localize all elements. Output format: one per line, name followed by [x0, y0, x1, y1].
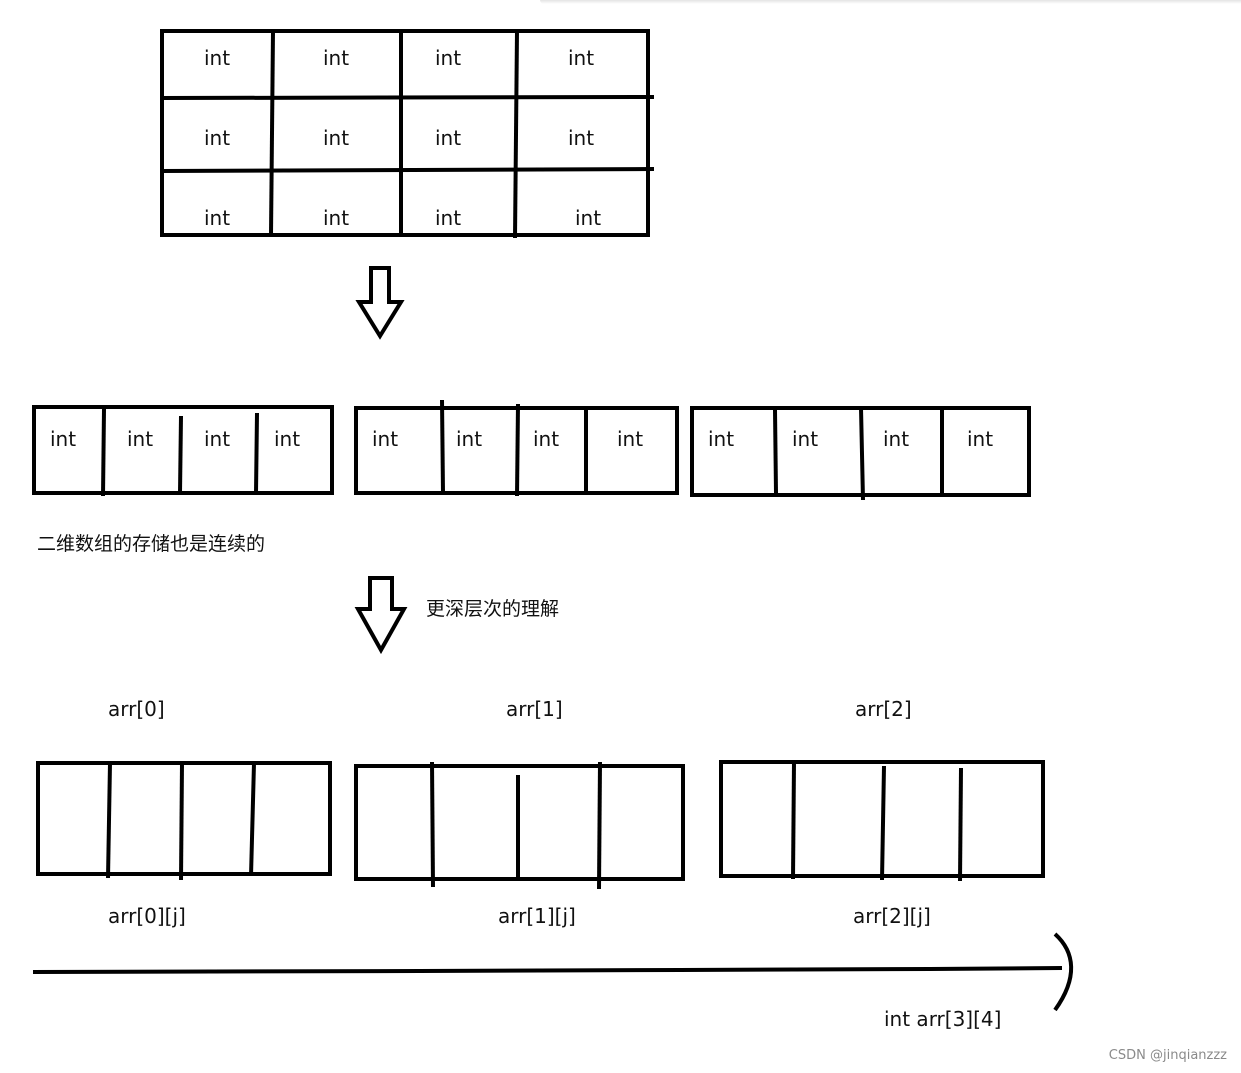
grid-col-line-3 [513, 30, 519, 239]
grid-cell-r1c3-label: int [435, 46, 462, 70]
element-name-arr2: arr[2][j] [853, 904, 931, 928]
flat-cell-1-4-label: int [274, 427, 301, 451]
row-block-arr0-divider-2 [179, 762, 184, 881]
flat-cell-2-3-label: int [533, 427, 560, 451]
memory-axis-line [32, 966, 1063, 974]
grid-outline [160, 29, 650, 237]
row-block-arr0-outline [36, 761, 332, 876]
flat-cell-1-1-label: int [50, 427, 77, 451]
flat-row-2-divider-2 [515, 403, 520, 497]
row-block-arr0-divider-3 [249, 762, 256, 877]
grid-3x4 [160, 29, 655, 239]
grid-cell-r1c4-label: int [568, 46, 595, 70]
element-name-arr0: arr[0][j] [108, 904, 186, 928]
row-block-arr1-divider-3 [597, 761, 602, 890]
flat-cell-3-2-label: int [792, 427, 819, 451]
row-block-arr1 [354, 761, 685, 890]
grid-row-line-1 [161, 95, 655, 100]
grid-cell-r3c4-label: int [575, 206, 602, 230]
flat-row-block-3 [690, 406, 1031, 501]
grid-cell-r1c2-label: int [323, 46, 350, 70]
row-name-arr1: arr[1] [506, 697, 563, 721]
flat-row-1-divider-1 [101, 408, 106, 497]
grid-cell-r3c3-label: int [435, 206, 462, 230]
row-block-arr0 [36, 761, 332, 881]
grid-row-line-2 [161, 167, 655, 173]
flat-row-3-divider-2 [859, 407, 865, 501]
grid-cell-r1c1-label: int [204, 46, 231, 70]
grid-cell-r3c2-label: int [323, 206, 350, 230]
row-block-arr0-divider-1 [106, 762, 112, 879]
caption-contiguous: 二维数组的存储也是连续的 [37, 533, 266, 555]
row-block-arr1-divider-1 [430, 761, 435, 888]
flat-cell-1-3-label: int [204, 427, 231, 451]
grid-col-line-1 [269, 30, 275, 236]
flat-row-3-outline [690, 406, 1031, 497]
row-name-arr0: arr[0] [108, 697, 165, 721]
flat-cell-3-1-label: int [708, 427, 735, 451]
row-name-arr2: arr[2] [855, 697, 912, 721]
grid-cell-r2c3-label: int [435, 126, 462, 150]
row-block-arr2-divider-1 [791, 761, 796, 880]
flat-row-1-divider-2 [178, 415, 183, 494]
flat-cell-2-1-label: int [372, 427, 399, 451]
flat-row-1-divider-3 [254, 412, 259, 494]
array-declaration: int arr[3][4] [884, 1007, 1002, 1031]
flat-cell-1-2-label: int [127, 427, 154, 451]
flat-cell-2-2-label: int [456, 427, 483, 451]
flat-row-block-1 [32, 405, 334, 497]
grid-cell-r3c1-label: int [204, 206, 231, 230]
flat-row-2-divider-1 [440, 399, 445, 494]
down-arrow-icon [355, 266, 405, 340]
down-arrow-icon-2 [354, 576, 408, 655]
grid-cell-r2c2-label: int [323, 126, 350, 150]
element-name-arr1: arr[1][j] [498, 904, 576, 928]
flat-row-3-divider-1 [773, 409, 778, 494]
flat-cell-3-3-label: int [883, 427, 910, 451]
row-block-arr2-divider-3 [958, 767, 963, 882]
caption-deeper: 更深层次的理解 [426, 598, 560, 620]
flat-cell-3-4-label: int [967, 427, 994, 451]
grid-cell-r2c4-label: int [568, 126, 595, 150]
flat-row-1-outline [32, 405, 334, 495]
watermark: CSDN @jinqianzzz [1108, 1048, 1227, 1063]
grid-cell-r2c1-label: int [204, 126, 231, 150]
window-edge-shadow [540, 0, 1241, 4]
axis-end-bracket [1053, 932, 1074, 1012]
row-block-arr2 [719, 760, 1045, 882]
row-block-arr2-divider-2 [880, 765, 886, 881]
flat-row-block-2 [354, 399, 679, 497]
flat-cell-2-4-label: int [617, 427, 644, 451]
